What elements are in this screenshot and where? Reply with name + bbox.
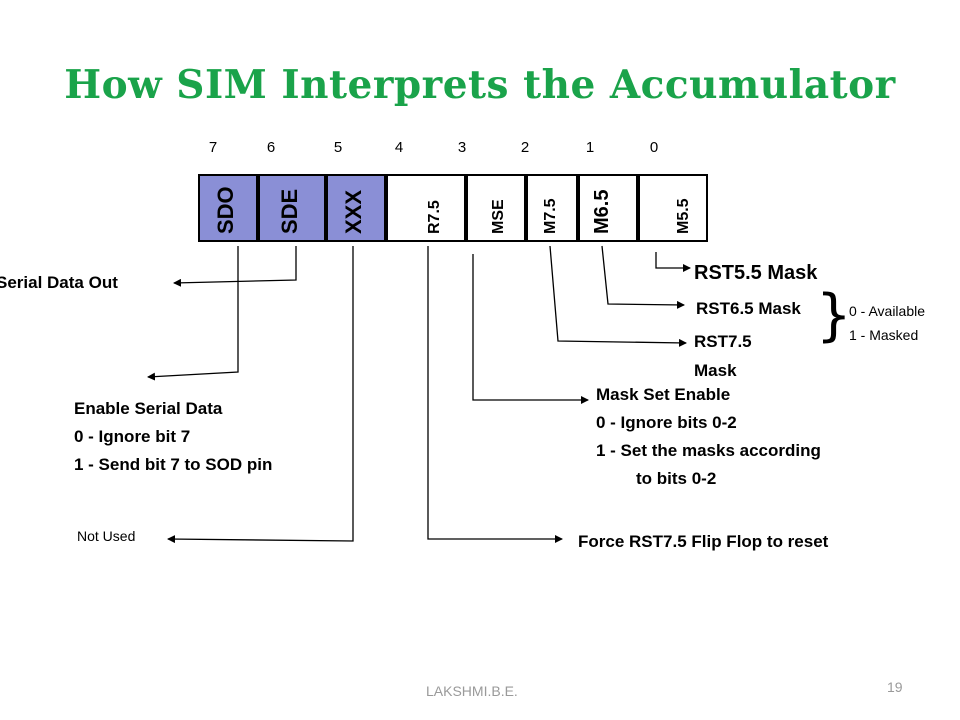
m55-connector [655, 252, 691, 272]
mask-set-enable-title: Mask Set Enable [596, 385, 731, 404]
rst75-mask-label-line2: Mask [694, 361, 737, 380]
register-cell-sde: SDE [258, 174, 326, 242]
page-number: 19 [887, 679, 903, 695]
rst65-mask-label: RST6.5 Mask [696, 299, 801, 318]
register-cell-mse: MSE [466, 174, 526, 242]
register-cell-r75: R7.5 [386, 174, 466, 242]
footer-author: LAKSHMI.B.E. [426, 683, 518, 699]
mask-set-enable-option-1: 1 - Set the masks according [596, 441, 821, 460]
m75-connector [549, 245, 687, 347]
sdo-connector [147, 246, 239, 381]
serial-data-out-label: Serial Data Out [0, 273, 118, 292]
mask-legend-available: 0 - Available [849, 303, 926, 319]
mse-connector [472, 254, 589, 404]
enable-serial-data-option-0: 0 - Ignore bit 7 [74, 427, 191, 446]
mask-set-enable-option-0: 0 - Ignore bits 0-2 [596, 413, 737, 432]
mask-set-enable-option-1-cont: to bits 0-2 [636, 469, 717, 488]
rst55-mask-label: RST5.5 Mask [694, 262, 818, 284]
bit-number-0: 0 [649, 139, 659, 156]
bit-number-3: 3 [457, 139, 467, 156]
mask-legend-brace: } [816, 283, 852, 348]
rst75-mask-label-line1: RST7.5 [694, 332, 752, 351]
bit-number-4: 4 [394, 139, 404, 156]
register-cell-xxx: XXX [326, 174, 386, 242]
bit-number-7: 7 [208, 139, 218, 156]
enable-serial-data-title: Enable Serial Data [74, 399, 223, 418]
register-cell-sdo: SDO [198, 174, 258, 242]
not-used-label: Not Used [77, 528, 136, 544]
m65-connector [601, 245, 685, 309]
force-rst75-label: Force RST7.5 Flip Flop to reset [578, 532, 829, 551]
bit-number-1: 1 [585, 139, 595, 156]
xxx-connector [167, 246, 354, 544]
r75-connector [427, 246, 563, 543]
sde-connector [173, 246, 297, 287]
register-cell-m55: M5.5 [638, 174, 708, 242]
slide-title: How SIM Interprets the Accumulator [64, 62, 896, 108]
bit-number-2: 2 [520, 139, 530, 156]
enable-serial-data-option-1: 1 - Send bit 7 to SOD pin [74, 455, 273, 474]
register-cell-m65: M6.5 [578, 174, 638, 242]
bit-number-6: 6 [266, 139, 276, 156]
register-cell-m75: M7.5 [526, 174, 578, 242]
bit-number-5: 5 [333, 139, 343, 156]
accumulator-register: SDO SDE XXX R7.5 MSE M7.5 M6.5 M5.5 [198, 174, 710, 242]
mask-legend-masked: 1 - Masked [849, 327, 919, 343]
